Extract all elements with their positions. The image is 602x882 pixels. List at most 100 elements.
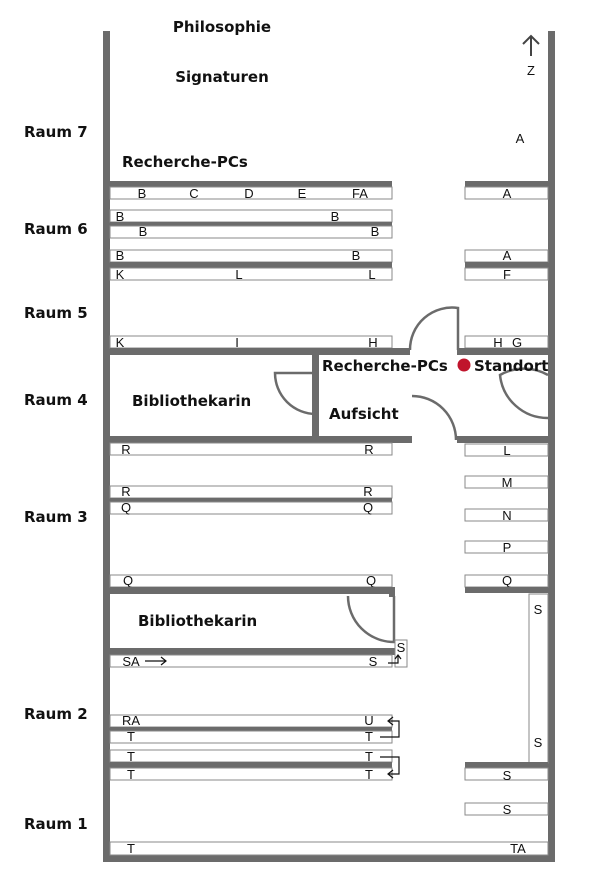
shelf-code: Q [123, 573, 133, 588]
shelf-code: U [364, 713, 373, 728]
door-icon [346, 595, 396, 644]
shelf-wall [110, 222, 392, 226]
door-icon [411, 394, 458, 441]
shelf-code: R [121, 484, 130, 499]
room-label-2: Raum 2 [24, 705, 88, 723]
shelf [464, 186, 549, 200]
room-label-1: Raum 1 [24, 815, 88, 833]
shelf-code: SA [122, 654, 140, 669]
shelf-code: L [235, 267, 242, 282]
shelf [109, 485, 393, 499]
shelf-code: T [365, 767, 373, 782]
room-label-4: Raum 4 [24, 391, 88, 409]
north-arrow-icon [522, 34, 540, 56]
shelf [109, 767, 393, 781]
aufsicht-label: Aufsicht [329, 405, 399, 423]
wall-raum-4-north [110, 348, 410, 355]
shelf-code: R [364, 442, 373, 457]
shelf [109, 749, 393, 763]
north-label: Z [527, 63, 535, 78]
shelf-code: Q [366, 573, 376, 588]
door-icon [408, 306, 460, 351]
shelf-code: S [369, 654, 378, 669]
shelf-code: A [503, 248, 512, 263]
shelf-wall [465, 262, 548, 268]
shelf-code: G [512, 335, 522, 350]
wall-raum-3-south-right [465, 587, 548, 593]
shelf-wall [110, 498, 392, 502]
wall-aufsicht [312, 355, 319, 438]
arrow-right-icon [145, 656, 167, 666]
shelf-code: T [127, 729, 135, 744]
room-label-3: Raum 3 [24, 508, 88, 526]
shelf-code: S [503, 802, 512, 817]
shelf-code: B [352, 248, 361, 263]
loop-arrow-icon [380, 756, 400, 779]
west-wall [103, 31, 110, 861]
shelf-wall [110, 727, 392, 731]
shelf [109, 225, 393, 239]
shelf-code: H [493, 335, 502, 350]
door-icon [498, 367, 549, 420]
shelf-wall [465, 762, 548, 768]
standort-marker-icon [457, 358, 471, 372]
shelf-code: S [397, 640, 406, 655]
shelf-code: FA [352, 186, 368, 201]
wall-raum-3-south [110, 587, 395, 594]
shelf-code: M [502, 475, 513, 490]
shelf-code: H [368, 335, 377, 350]
door-icon [273, 371, 317, 416]
shelf-code: E [298, 186, 307, 201]
south-wall [103, 855, 555, 862]
wall-stub [389, 587, 395, 597]
shelf-code: R [121, 442, 130, 457]
shelf-code: D [244, 186, 253, 201]
standort-label: Standort [474, 357, 548, 375]
room-label-7: Raum 7 [24, 123, 88, 141]
shelf-code: S [534, 602, 543, 617]
shelf-code: T [365, 749, 373, 764]
shelf [464, 475, 549, 489]
shelf-code: B [116, 248, 125, 263]
arrow-up-icon [388, 654, 402, 664]
loop-arrow-icon [380, 716, 400, 738]
shelf-code: L [503, 443, 510, 458]
shelf-code: N [502, 508, 511, 523]
shelf-code: L [368, 267, 375, 282]
shelf [109, 209, 393, 223]
shelf [109, 501, 393, 515]
shelf-code: A [516, 131, 525, 146]
recherche-pcs-label: Recherche-PCs [322, 357, 448, 375]
shelf [109, 186, 393, 200]
shelf-code: B [139, 224, 148, 239]
shelf [464, 508, 549, 522]
wall-raum-4-north-right [457, 348, 548, 355]
shelf [464, 335, 549, 349]
shelf [109, 574, 393, 588]
shelf-wall [110, 181, 392, 187]
shelf-code: S [534, 735, 543, 750]
shelf-code: Q [121, 500, 131, 515]
shelf-code: I [235, 335, 239, 350]
shelf [109, 335, 393, 349]
shelf [464, 267, 549, 281]
shelf [109, 654, 393, 668]
shelf-code: Q [363, 500, 373, 515]
wall-raum-4-south [110, 436, 412, 443]
shelf-code: B [371, 224, 380, 239]
east-wall [548, 31, 555, 861]
shelf [109, 714, 393, 728]
shelf [109, 442, 393, 456]
shelf [109, 267, 393, 281]
page-title: Philosophie [173, 18, 271, 36]
shelf-code: T [127, 767, 135, 782]
shelf [109, 730, 393, 744]
shelf-code: RA [122, 713, 140, 728]
shelf-code: P [503, 540, 512, 555]
shelf [109, 841, 549, 856]
shelf-code: R [363, 484, 372, 499]
wall-raum-4-south-right [457, 436, 548, 443]
wall-raum-2-north [110, 648, 395, 655]
shelf-code: F [503, 267, 511, 282]
